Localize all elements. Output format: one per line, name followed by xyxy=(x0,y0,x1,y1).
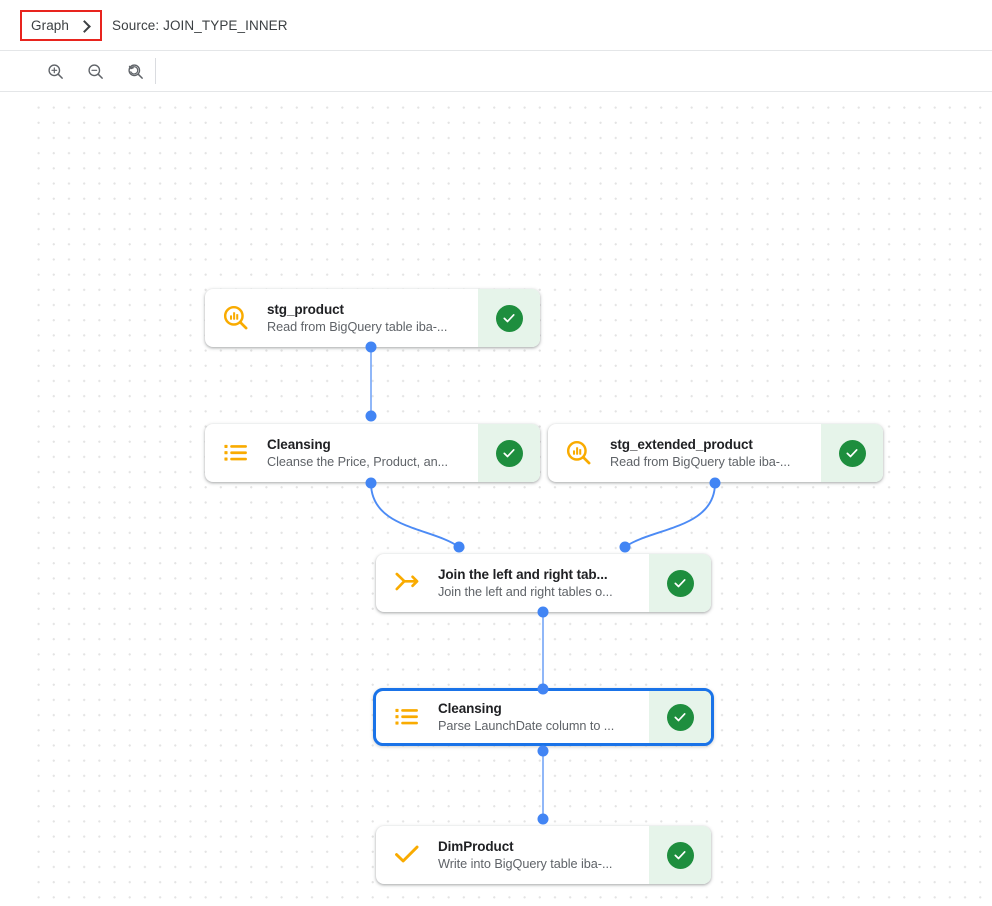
check-circle-icon xyxy=(666,703,694,731)
node-port[interactable] xyxy=(537,813,549,825)
node-subtitle: Cleanse the Price, Product, an... xyxy=(267,454,449,469)
node-port[interactable] xyxy=(537,683,549,695)
node-port[interactable] xyxy=(453,541,465,553)
graph-node-cleansing_2[interactable]: Cleansing Parse LaunchDate column to ... xyxy=(373,688,714,746)
check-icon xyxy=(846,449,858,458)
node-port[interactable] xyxy=(709,477,721,489)
zoom-out-icon xyxy=(87,63,103,79)
list-icon xyxy=(205,424,267,482)
breadcrumb-label: Graph xyxy=(31,17,70,33)
list-icon xyxy=(376,691,438,743)
check-icon xyxy=(503,314,515,323)
node-subtitle: Write into BigQuery table iba-... xyxy=(438,856,613,871)
graph-node-stg_product[interactable]: stg_product Read from BigQuery table iba… xyxy=(205,289,540,347)
check-circle-icon xyxy=(495,304,523,332)
node-text: Cleansing Cleanse the Price, Product, an… xyxy=(267,424,478,482)
check-icon xyxy=(674,851,686,860)
node-subtitle: Read from BigQuery table iba-... xyxy=(610,454,791,469)
zoom-in-button[interactable] xyxy=(44,60,66,82)
toolbar-divider xyxy=(155,58,156,84)
node-title: Cleansing xyxy=(438,700,502,716)
check-icon xyxy=(674,579,686,588)
node-title: Cleansing xyxy=(267,436,331,452)
node-text: Cleansing Parse LaunchDate column to ... xyxy=(438,691,649,743)
zoom-reset-button[interactable] xyxy=(124,60,146,82)
node-title: DimProduct xyxy=(438,838,514,854)
graph-node-dimproduct[interactable]: DimProduct Write into BigQuery table iba… xyxy=(376,826,711,884)
check-circle-icon xyxy=(495,439,523,467)
node-text: DimProduct Write into BigQuery table iba… xyxy=(438,826,649,884)
node-text: Join the left and right tab... Join the … xyxy=(438,554,649,612)
status-badge xyxy=(649,691,711,743)
bigquery-source-icon xyxy=(548,424,610,482)
check-icon xyxy=(503,449,515,458)
node-title: stg_extended_product xyxy=(610,436,753,452)
check-circle-icon xyxy=(666,841,694,869)
canvas-dot-grid xyxy=(28,97,992,906)
source-label: Source: JOIN_TYPE_INNER xyxy=(112,17,288,33)
bigquery-source-icon xyxy=(205,289,267,347)
check-icon xyxy=(674,713,686,722)
node-title: stg_product xyxy=(267,301,344,317)
status-badge xyxy=(478,289,540,347)
breadcrumb-graph-crumb[interactable]: Graph xyxy=(19,9,103,41)
checkmark-icon xyxy=(376,826,438,884)
status-badge xyxy=(478,424,540,482)
node-subtitle: Parse LaunchDate column to ... xyxy=(438,718,615,733)
node-text: stg_product Read from BigQuery table iba… xyxy=(267,289,478,347)
zoom-in-icon xyxy=(47,63,63,79)
node-subtitle: Join the left and right tables o... xyxy=(438,584,613,599)
breadcrumb-bar: Graph Source: JOIN_TYPE_INNER xyxy=(0,0,992,51)
zoom-reset-icon xyxy=(127,63,143,79)
graph-toolbar xyxy=(0,51,992,92)
status-badge xyxy=(649,554,711,612)
graph-node-join[interactable]: Join the left and right tab... Join the … xyxy=(376,554,711,612)
graph-canvas[interactable]: stg_product Read from BigQuery table iba… xyxy=(0,92,992,906)
node-text: stg_extended_product Read from BigQuery … xyxy=(610,424,821,482)
node-subtitle: Read from BigQuery table iba-... xyxy=(267,319,448,334)
node-port[interactable] xyxy=(365,341,377,353)
node-port[interactable] xyxy=(537,606,549,618)
chevron-right-icon xyxy=(80,21,89,30)
node-port[interactable] xyxy=(537,745,549,757)
graph-node-cleansing_1[interactable]: Cleansing Cleanse the Price, Product, an… xyxy=(205,424,540,482)
zoom-out-button[interactable] xyxy=(84,60,106,82)
node-title: Join the left and right tab... xyxy=(438,566,608,582)
check-circle-icon xyxy=(838,439,866,467)
status-badge xyxy=(821,424,883,482)
check-circle-icon xyxy=(666,569,694,597)
node-port[interactable] xyxy=(365,477,377,489)
join-merge-icon xyxy=(376,554,438,612)
graph-node-stg_extended_product[interactable]: stg_extended_product Read from BigQuery … xyxy=(548,424,883,482)
node-port[interactable] xyxy=(619,541,631,553)
node-port[interactable] xyxy=(365,410,377,422)
status-badge xyxy=(649,826,711,884)
